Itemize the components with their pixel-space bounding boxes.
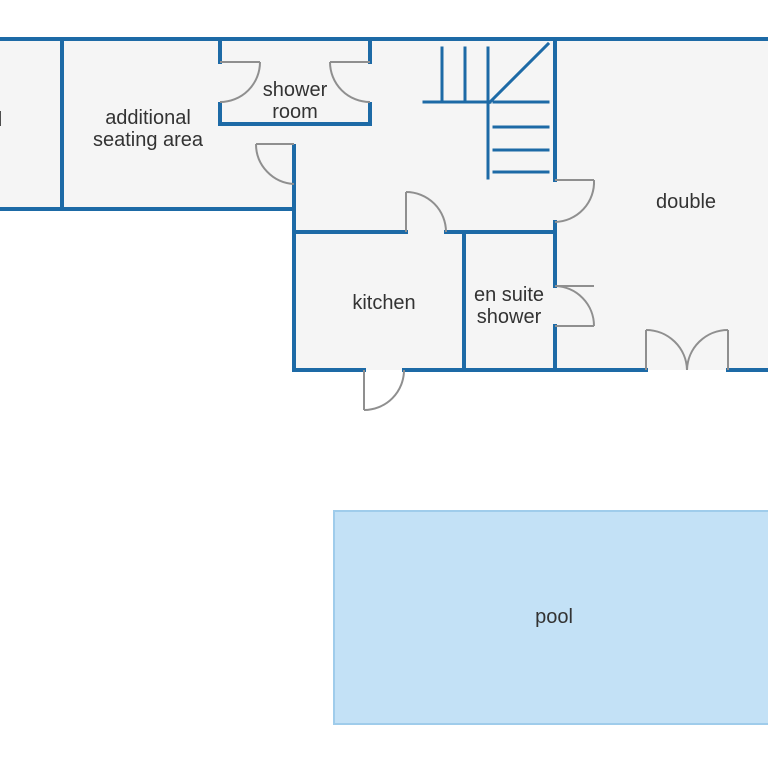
door-swing <box>405 191 447 233</box>
door-swing <box>219 61 261 103</box>
seating-area-label-line2: seating area <box>93 129 204 151</box>
french-door-left-swing <box>645 329 688 371</box>
pool-label: pool <box>535 606 573 628</box>
left-room-label: l <box>0 109 2 131</box>
door-swing <box>554 285 595 327</box>
walls <box>0 37 768 372</box>
room-labels: l additional seating area shower room do… <box>0 79 716 628</box>
pool <box>333 510 768 725</box>
kitchen-label: kitchen <box>352 292 415 314</box>
double-room-floor <box>555 40 768 370</box>
floor-fills <box>0 40 768 370</box>
stair-diagonal <box>487 41 551 105</box>
shower-room-label-line1: shower <box>263 79 328 101</box>
door-swing <box>254 143 295 185</box>
door-swing <box>554 179 596 223</box>
door-swing <box>329 61 371 103</box>
en-suite-floor <box>464 232 556 370</box>
en-suite-label-line1: en suite <box>474 284 544 306</box>
shower-room-label-line2: room <box>272 101 318 123</box>
double-room-label: double <box>656 191 716 213</box>
doors <box>219 61 729 411</box>
seating-area-label-line1: additional <box>105 107 191 129</box>
hall-floor <box>294 40 556 232</box>
staircase <box>422 41 551 180</box>
kitchen-floor <box>294 232 464 370</box>
en-suite-label-line2: shower <box>477 306 542 328</box>
french-door-right-swing <box>686 329 729 371</box>
left-room-floor <box>0 40 62 208</box>
door-swing <box>363 369 405 411</box>
